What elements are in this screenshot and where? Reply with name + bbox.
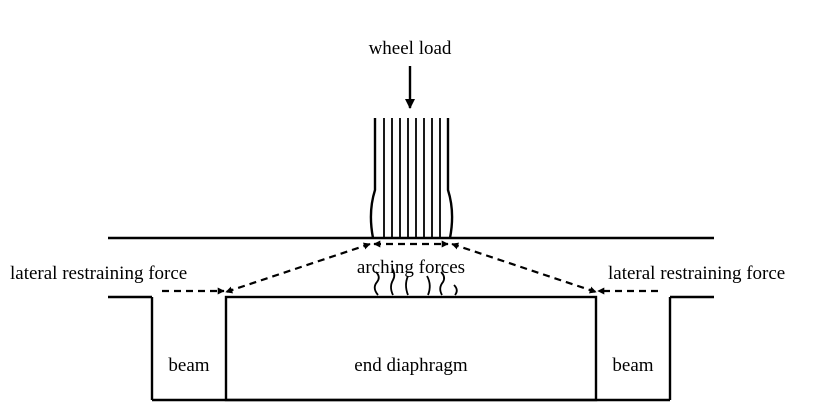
lateral-force-right-label: lateral restraining force — [608, 263, 785, 284]
wheel-tyre — [369, 118, 454, 239]
lateral-force-left-label: lateral restraining force — [10, 263, 187, 284]
beam-right-label: beam — [612, 355, 653, 376]
crack-marks — [373, 267, 458, 296]
arching-forces-label: arching forces — [357, 257, 465, 278]
end-diaphragm-box — [224, 295, 598, 402]
beam-left-label: beam — [168, 355, 209, 376]
wheel-load-label: wheel load — [369, 38, 452, 59]
end-diaphragm-label: end diaphragm — [354, 355, 468, 376]
lower-structure-outline — [108, 295, 714, 402]
arching-force-arrows — [225, 240, 597, 294]
